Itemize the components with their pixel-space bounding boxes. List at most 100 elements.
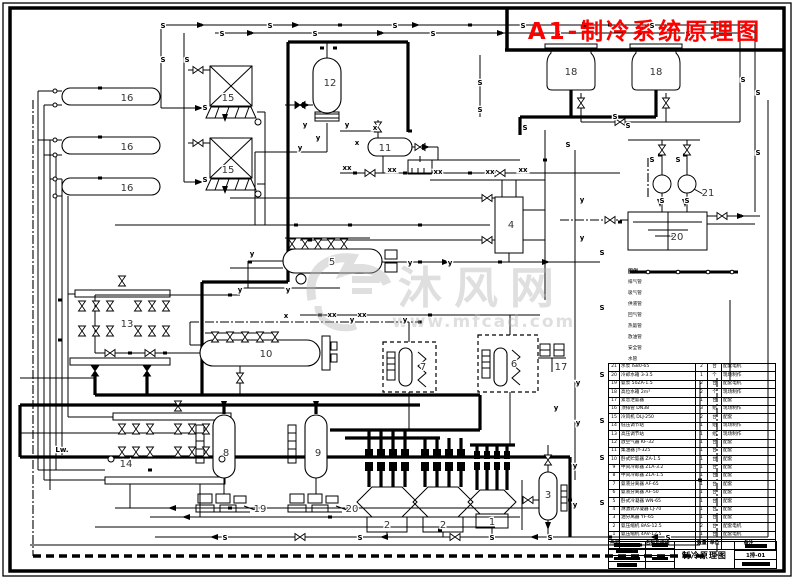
pipe-label: y [448, 259, 453, 267]
legend-item: 热氨管 [628, 271, 770, 331]
parts-cell: 配套电机 [721, 522, 776, 532]
parts-cell: 冷风机 DLJ-250 [619, 413, 696, 423]
parts-cell: 配套 [721, 455, 776, 465]
parts-cell: 3 [608, 514, 620, 524]
parts-cell: 台 [707, 497, 722, 507]
pipe-label: xx [485, 168, 495, 176]
valve-icon [173, 400, 183, 412]
legend-item-label: 吸气管 [628, 290, 642, 296]
valve-icon [161, 300, 171, 312]
valve-icon [481, 235, 493, 245]
parts-cell: 1 [695, 446, 708, 457]
parts-cell: 配套 [721, 438, 776, 448]
parts-cell: 紧急泄氨器 [619, 396, 696, 406]
parts-cell: 16 [608, 404, 620, 415]
flow-arrow-icon [247, 30, 255, 36]
flow-arrow-icon [197, 22, 205, 28]
pipe-label: S [222, 534, 227, 542]
parts-cell: 顶排管 DN38 [619, 404, 696, 415]
valve-icon [90, 365, 100, 377]
parts-cell: 1 [695, 430, 708, 440]
valve-icon [187, 423, 197, 435]
valve-icon [147, 325, 157, 337]
equipment-label-11: 11 [379, 143, 392, 154]
legend-item-label: 放油管 [628, 334, 642, 340]
pipe-label: S [477, 106, 482, 114]
pipe-label: S [489, 534, 494, 542]
parts-cell: 4 [608, 505, 620, 516]
parts-cell: 17 [608, 396, 620, 406]
parts-cell: 7 [608, 480, 620, 490]
valve-icon [300, 238, 310, 250]
pipe-label: S [267, 22, 272, 30]
valve-icon [187, 446, 197, 458]
flow-arrow-icon [195, 179, 203, 185]
equipment-label-21: 21 [702, 188, 715, 199]
equipment-label-16: 16 [121, 183, 134, 194]
equipment-label-13: 13 [121, 319, 134, 330]
flow-arrow-icon [195, 105, 203, 111]
equipment-label-18: 18 [565, 67, 578, 78]
valve-icon [339, 238, 349, 250]
valve-icon [657, 144, 667, 156]
legend-item: 安全管 [628, 271, 770, 353]
parts-cell: 台 [707, 480, 722, 490]
watermark-brand: 沐风网 [398, 263, 566, 314]
parts-cell: 台 [707, 413, 722, 423]
equipment-label-4: 4 [508, 220, 514, 231]
parts-cell: 配套 [721, 514, 776, 524]
valve-icon [235, 372, 245, 384]
pipe-label: S [520, 22, 525, 30]
valve-icon [270, 331, 280, 343]
equipment-label-6: 6 [511, 359, 517, 370]
parts-cell: 台 [707, 530, 722, 541]
parts-cell: 放空气器 KF-32 [619, 438, 696, 448]
valve-icon [494, 168, 506, 178]
pipe-label: S [659, 197, 664, 205]
valve-icon [77, 325, 87, 337]
valve-icon [142, 365, 152, 377]
flow-arrow-icon [313, 401, 319, 409]
legend-line-sample-icon [630, 269, 738, 275]
flow-arrow-icon [542, 259, 550, 265]
parts-cell: 卧式冷凝器 WN-65 [619, 497, 696, 507]
pipe-label: y [573, 501, 578, 509]
title-block-right: 1排-01 [735, 542, 776, 568]
pipe-label: S [160, 56, 165, 64]
equipment-label-17: 17 [555, 362, 568, 373]
pipe-label: S [202, 176, 207, 184]
parts-cell: 5 [608, 497, 620, 507]
pipe-label: S [599, 371, 604, 379]
pipe-label: xx [518, 166, 528, 174]
pipe-label: xx [433, 168, 443, 176]
pipe-label: S [684, 197, 689, 205]
parts-cell: 13 [608, 430, 620, 440]
pipe-label: S [740, 76, 745, 84]
parts-cell: 1 [695, 497, 708, 507]
flow-arrow-icon [682, 199, 688, 207]
parts-cell: 1 [695, 455, 708, 465]
parts-cell: 2 [695, 379, 708, 390]
drawing-number: 1排-01 [745, 553, 766, 559]
equipment-label-1: 1 [489, 517, 495, 528]
equipment-label-15: 15 [222, 93, 235, 104]
valve-icon [682, 144, 692, 156]
pipe-label: y [408, 259, 413, 267]
pipe-label: y [298, 144, 303, 152]
equipment-label-16: 16 [121, 142, 134, 153]
pipe-label: y [580, 234, 585, 242]
parts-cell: 集油器 JY-325 [619, 446, 696, 457]
parts-cell: 台 [707, 463, 722, 474]
pipe-label: y [345, 121, 350, 129]
flow-arrow-icon [422, 144, 430, 150]
valve-icon [294, 532, 306, 542]
equipment-label-8: 8 [223, 448, 229, 459]
parts-cell: 台 [707, 505, 722, 516]
